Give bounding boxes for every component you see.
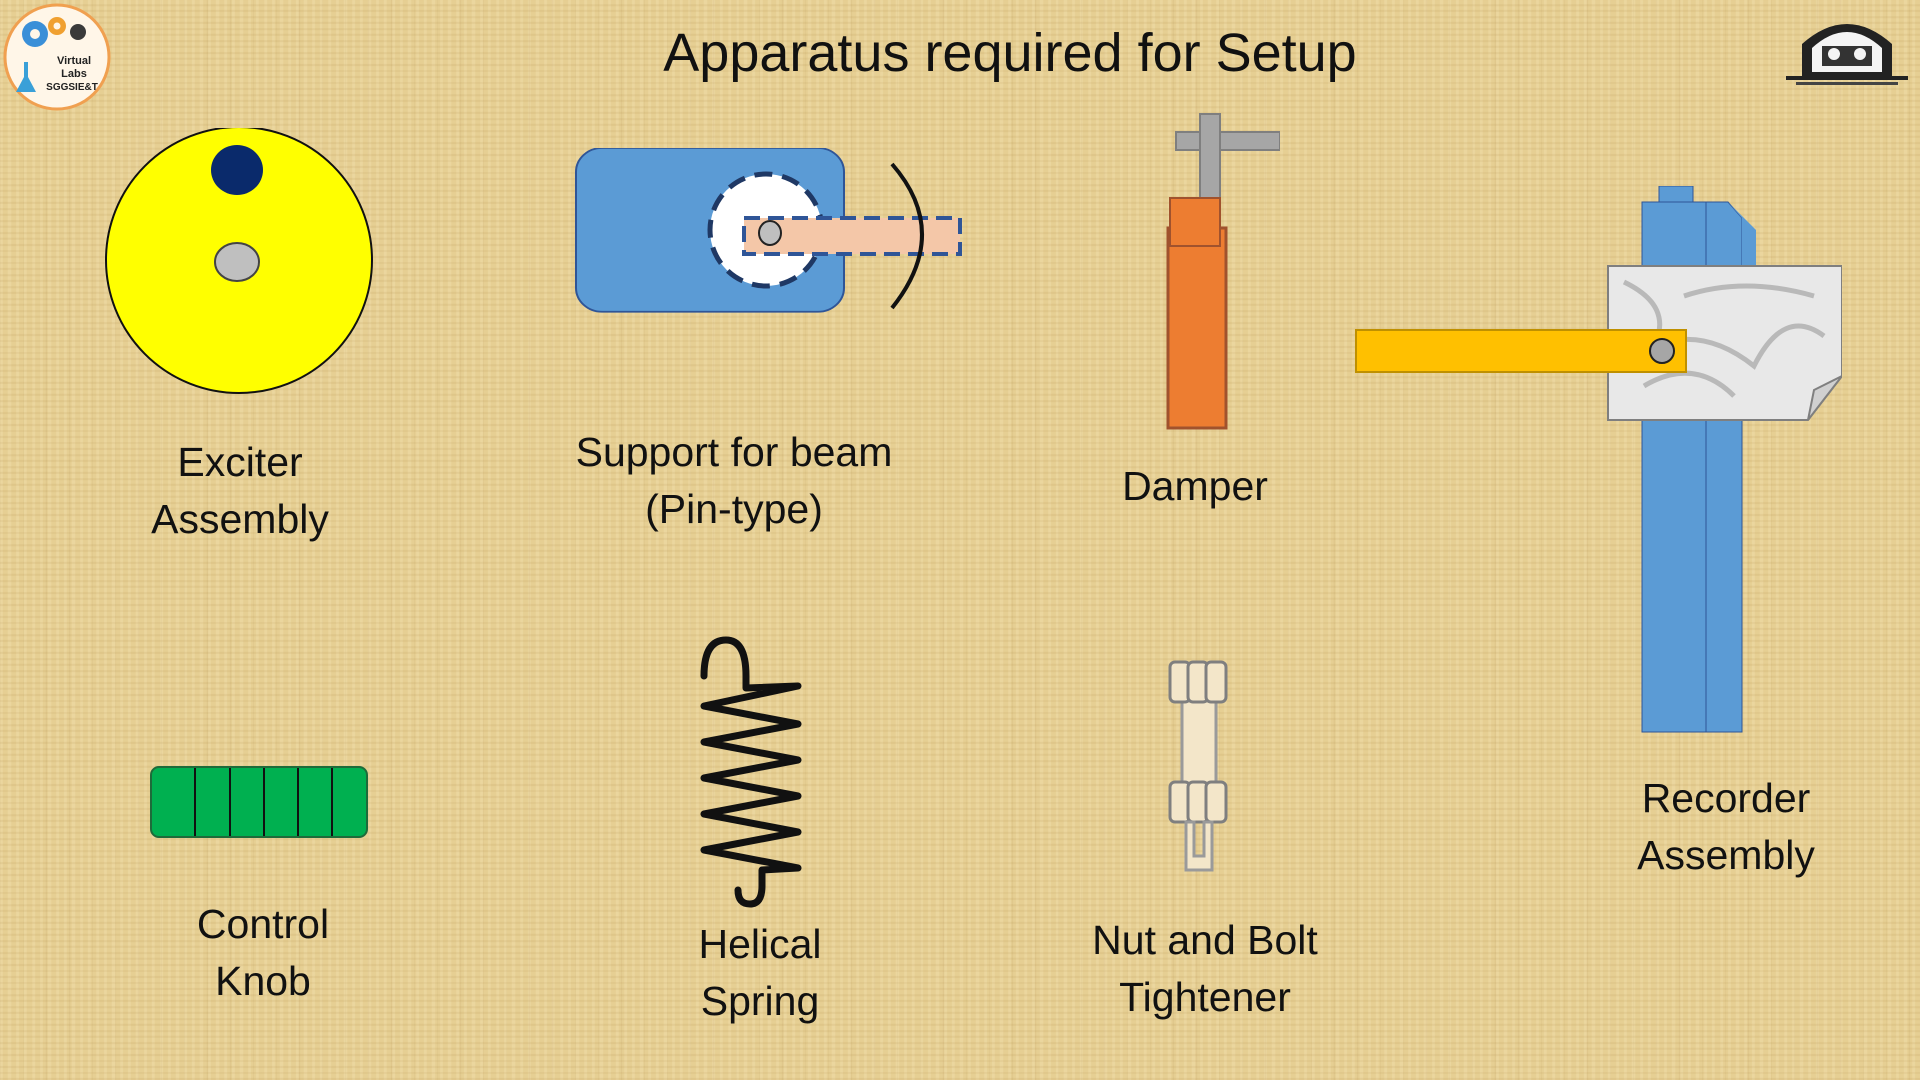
caption-nut-bolt: Nut and Bolt Tightener — [1064, 912, 1346, 1026]
caption-recorder: Recorder Assembly — [1608, 770, 1844, 884]
flask-icon — [16, 62, 36, 92]
caption-control-knob: Control Knob — [150, 896, 376, 1010]
exciter-hole — [211, 145, 263, 195]
caption-recorder-line1: Recorder — [1641, 775, 1811, 821]
control-knob-diagram — [150, 766, 368, 838]
exciter-assembly-diagram — [105, 128, 373, 394]
pin — [758, 220, 782, 246]
logo-line1: Virtual — [57, 55, 91, 67]
caption-nut-bolt-line1: Nut and Bolt — [1092, 917, 1318, 963]
damper-diagram — [1166, 113, 1280, 430]
caption-exciter-line2: Assembly — [151, 496, 329, 542]
nut-and-bolt-diagram — [1168, 660, 1228, 872]
recorder-chart-paper — [1607, 265, 1842, 421]
virtual-labs-logo: Virtual Labs SGGSIE&T — [3, 3, 111, 111]
caption-control-knob-line1: Control — [196, 901, 330, 947]
caption-support-line2: (Pin-type) — [645, 486, 823, 532]
caption-exciter: Exciter Assembly — [120, 434, 360, 548]
page-title: Apparatus required for Setup — [663, 23, 1357, 83]
exciter-pin — [214, 242, 260, 282]
caption-exciter-line1: Exciter — [177, 439, 303, 485]
caption-support: Support for beam (Pin-type) — [548, 424, 920, 538]
caption-spring-line2: Spring — [700, 978, 820, 1024]
caption-spring: Helical Spring — [658, 916, 862, 1030]
caption-nut-bolt-line2: Tightener — [1119, 974, 1291, 1020]
gear-icon — [22, 17, 86, 47]
caption-damper: Damper — [1080, 458, 1310, 515]
logo-line2: Labs — [61, 68, 87, 80]
recorder-assembly-diagram — [1355, 186, 1842, 733]
logo-line3: SGGSIE&T — [46, 82, 98, 93]
caption-support-line1: Support for beam — [575, 429, 893, 475]
caption-recorder-line2: Assembly — [1637, 832, 1815, 878]
support-for-beam-diagram — [575, 148, 962, 313]
caption-spring-line1: Helical — [698, 921, 822, 967]
helical-spring-diagram — [700, 636, 802, 908]
caption-control-knob-line2: Knob — [215, 958, 311, 1004]
caption-damper-line1: Damper — [1122, 463, 1268, 509]
institute-emblem-logo — [1786, 24, 1908, 85]
